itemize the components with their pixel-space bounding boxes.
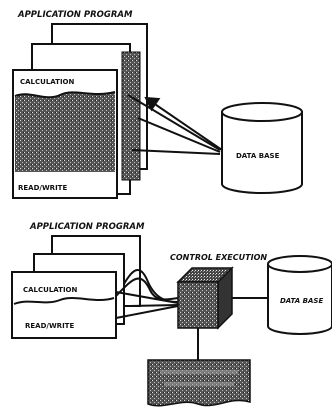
top-calc-band: [15, 92, 115, 172]
bottom-database-cylinder: [268, 256, 332, 334]
bottom-calc-label: CALCULATION: [23, 286, 78, 294]
top-program-stack: [13, 24, 147, 198]
top-title: APPLICATION PROGRAM: [17, 10, 133, 20]
control-execution-cube: [178, 268, 232, 328]
top-db-label: DATA BASE: [236, 152, 280, 160]
bottom-db-label: DATA BASE: [280, 297, 323, 305]
bottom-title: APPLICATION PROGRAM: [29, 222, 145, 232]
top-database-cylinder: [222, 103, 302, 193]
top-calc-label: CALCULATION: [20, 78, 75, 86]
top-rw-label: READ/WRITE: [18, 184, 67, 192]
bottom-rw-label: READ/WRITE: [25, 322, 74, 330]
control-document: [148, 360, 250, 406]
control-title: CONTROL EXECUTION: [170, 253, 267, 262]
